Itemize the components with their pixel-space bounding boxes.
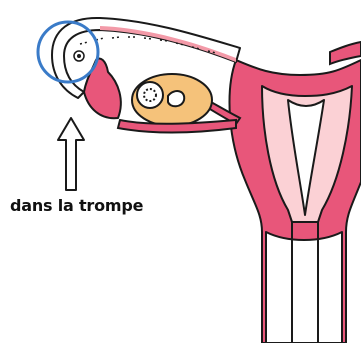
follicle-inner: [144, 89, 156, 101]
location-label: dans la trompe: [10, 196, 143, 215]
uterus: [230, 60, 361, 343]
ovary: [132, 74, 240, 126]
tube-fimbriae: [84, 59, 121, 119]
cervix: [266, 232, 342, 343]
ovary-bump: [168, 91, 184, 106]
right-fallopian-tube: [330, 42, 361, 64]
pointer-arrow-icon: [58, 118, 84, 190]
egg-icon: [74, 51, 84, 61]
